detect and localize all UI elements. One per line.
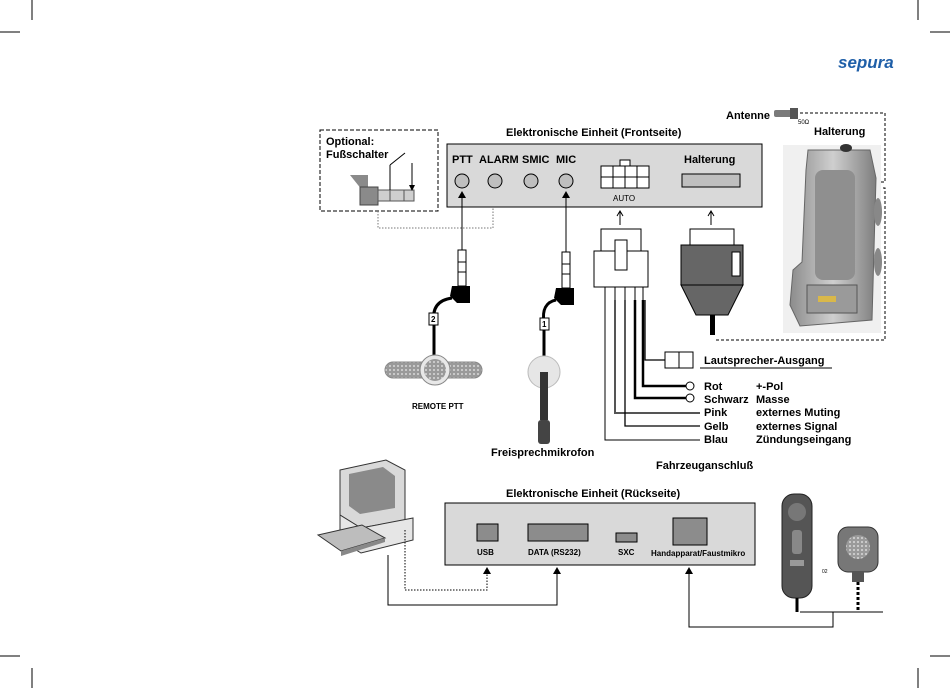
mic-port[interactable] xyxy=(558,173,574,189)
cable-no-2: 2 xyxy=(431,315,436,324)
auto-connector-port[interactable] xyxy=(600,159,650,189)
handsfree-mic-icon xyxy=(527,355,561,444)
front-unit-title: Elektronische Einheit (Frontseite) xyxy=(506,127,682,139)
mic-jack-plug xyxy=(542,251,574,356)
handset-arrow xyxy=(685,567,693,574)
auto-label: AUTO xyxy=(613,194,635,203)
optional-footswitch-box xyxy=(319,129,439,212)
ptt-port[interactable] xyxy=(454,173,470,189)
ptt-arrow xyxy=(458,191,466,198)
rear-unit-title: Elektronische Einheit (Rückseite) xyxy=(506,488,681,500)
front-port-label-alarm: ALARM xyxy=(479,154,519,166)
wire-color-blau: Blau xyxy=(704,434,728,446)
wire-color-schwarz: Schwarz xyxy=(704,394,749,406)
wire-function-blau: Zündungseingang xyxy=(756,434,851,446)
footswitch-dotted-line xyxy=(377,198,494,229)
handset-port[interactable] xyxy=(672,517,708,546)
front-bracket-label: Halterung xyxy=(684,154,735,166)
speaker-plug-icon xyxy=(664,351,694,369)
data-rs232-port[interactable] xyxy=(527,523,589,542)
sepura-logo: sepura xyxy=(838,53,894,72)
rear-port-label-data: DATA (RS232) xyxy=(528,548,581,557)
front-port-label-smic: SMIC xyxy=(522,154,550,166)
sxc-port[interactable] xyxy=(615,532,638,543)
wire-color-rot: Rot xyxy=(704,381,723,393)
speaker-mic-icon xyxy=(837,526,879,612)
speaker-output-label: Lautsprecher-Ausgang xyxy=(704,355,824,367)
wire-function-rot: +-Pol xyxy=(756,381,783,393)
antenna-connector-icon xyxy=(774,108,798,119)
data-link xyxy=(387,555,558,606)
footswitch-plug-icon xyxy=(350,152,415,206)
wire-harness xyxy=(604,300,700,441)
usb-port[interactable] xyxy=(476,523,499,542)
up-arrows xyxy=(616,210,715,225)
cable-tag-1 xyxy=(539,317,550,331)
rear-port-label-handset: Handapparat/Faustmikro xyxy=(651,549,745,558)
handsfree-mic-label: Freisprechmikrofon xyxy=(491,447,595,459)
data-arrow xyxy=(553,567,561,574)
smic-port[interactable] xyxy=(523,173,539,189)
auto-power-connector xyxy=(593,228,649,300)
handset-icon xyxy=(781,493,813,612)
wire-color-pink: Pink xyxy=(704,407,728,419)
wire-function-gelb: externes Signal xyxy=(756,421,837,433)
mic-arrow xyxy=(562,191,570,198)
wire-legend: Rot +-Pol Schwarz Masse Pink externes Mu… xyxy=(704,381,851,446)
rear-port-label-sxc: SXC xyxy=(618,548,635,557)
antenna-label: Antenne xyxy=(726,110,770,122)
vehicle-bracket-image xyxy=(783,144,882,333)
cable-tag-2 xyxy=(428,312,439,326)
ptt-jack-plug xyxy=(432,249,470,362)
optional-title: Optional: xyxy=(326,136,374,148)
wire-function-pink: externes Muting xyxy=(756,407,840,419)
computer-icon xyxy=(316,459,414,556)
handset-link xyxy=(688,572,883,628)
alarm-port[interactable] xyxy=(487,173,503,189)
front-port-label-ptt: PTT xyxy=(452,154,473,166)
bracket-title: Halterung xyxy=(814,126,865,138)
optional-subtitle: Fußschalter xyxy=(326,149,389,161)
cable-no-1: 1 xyxy=(542,320,547,329)
wire-function-schwarz: Masse xyxy=(756,394,790,406)
rear-port-label-usb: USB xyxy=(477,548,494,557)
antenna-connector-label: 50Ω xyxy=(798,120,810,126)
vehicle-connection-label: Fahrzeuganschluß xyxy=(656,460,753,472)
handset-mark: 02 xyxy=(822,569,828,575)
bracket-plug xyxy=(680,228,744,335)
usb-arrow xyxy=(483,567,491,574)
bracket-port[interactable] xyxy=(681,173,741,188)
wire-color-gelb: Gelb xyxy=(704,421,729,433)
usb-dotted-link xyxy=(404,530,488,591)
remote-ptt-icon xyxy=(384,354,483,386)
remote-ptt-label: REMOTE PTT xyxy=(412,402,464,411)
front-port-label-mic: MIC xyxy=(556,154,576,166)
